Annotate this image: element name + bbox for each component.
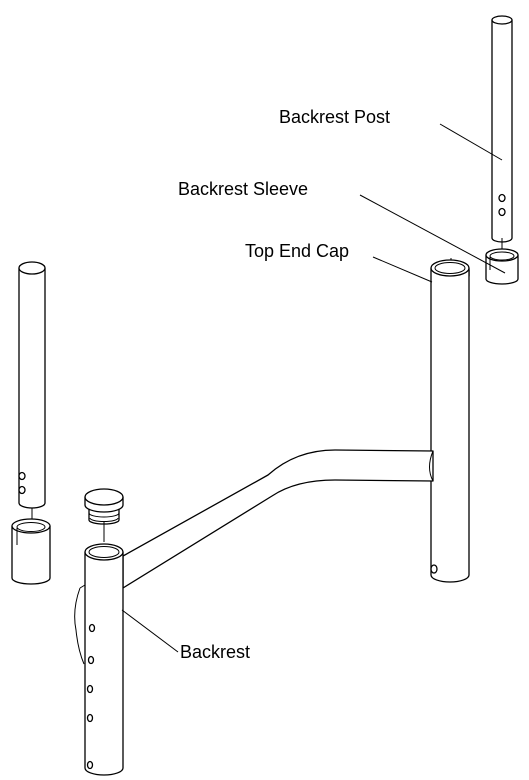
- leader-lines: [121, 123, 506, 653]
- backrest-sleeve-left: [11, 518, 51, 585]
- leader-backrest-post: [439, 123, 503, 161]
- backrest-post-left: [18, 261, 46, 520]
- label-backrest: Backrest: [180, 642, 251, 662]
- label-backrest-sleeve: Backrest Sleeve: [178, 179, 309, 199]
- backrest-frame: [74, 259, 470, 776]
- label-top-end-cap: Top End Cap: [245, 241, 350, 261]
- backrest-post-right: [491, 15, 513, 252]
- leader-top-end-cap: [372, 256, 433, 283]
- backrest-sleeve-right: [485, 248, 519, 285]
- leader-backrest-sleeve: [359, 194, 506, 274]
- label-backrest-post: Backrest Post: [279, 107, 391, 127]
- top-end-cap-left: [84, 488, 124, 542]
- leader-backrest: [121, 609, 179, 653]
